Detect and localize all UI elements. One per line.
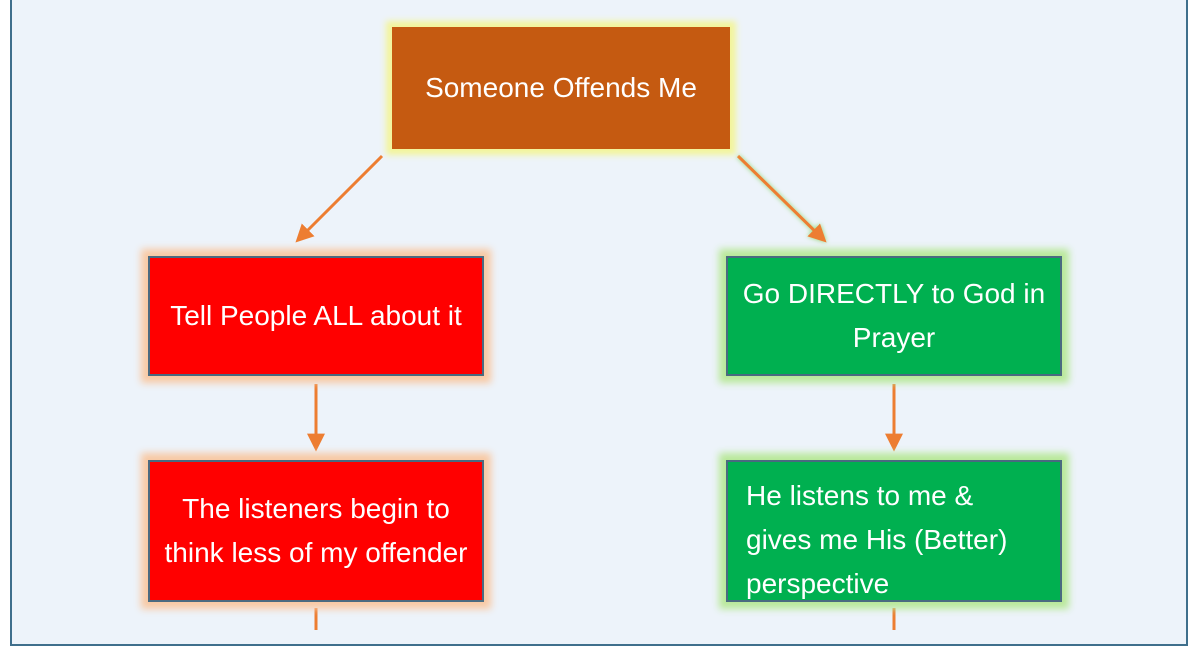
node-left-step-2: The listeners begin to think less of my … xyxy=(148,460,484,602)
node-left-step-2-label: The listeners begin to think less of my … xyxy=(164,493,468,568)
node-root: Someone Offends Me xyxy=(392,27,730,149)
flow-arrows xyxy=(295,154,903,630)
node-right-step-2: He listens to me & gives me His (Better)… xyxy=(726,460,1062,602)
node-right-step-2-label: He listens to me & gives me His (Better)… xyxy=(746,480,1008,599)
node-right-step-1: Go DIRECTLY to God in Prayer xyxy=(726,256,1062,376)
node-left-step-1: Tell People ALL about it xyxy=(148,256,484,376)
node-left-step-1-label: Tell People ALL about it xyxy=(170,300,462,331)
node-right-step-1-label: Go DIRECTLY to God in Prayer xyxy=(742,278,1046,353)
arrow-root-to-left xyxy=(295,154,384,243)
node-root-label: Someone Offends Me xyxy=(425,72,697,103)
arrow-root-to-right xyxy=(736,154,827,243)
